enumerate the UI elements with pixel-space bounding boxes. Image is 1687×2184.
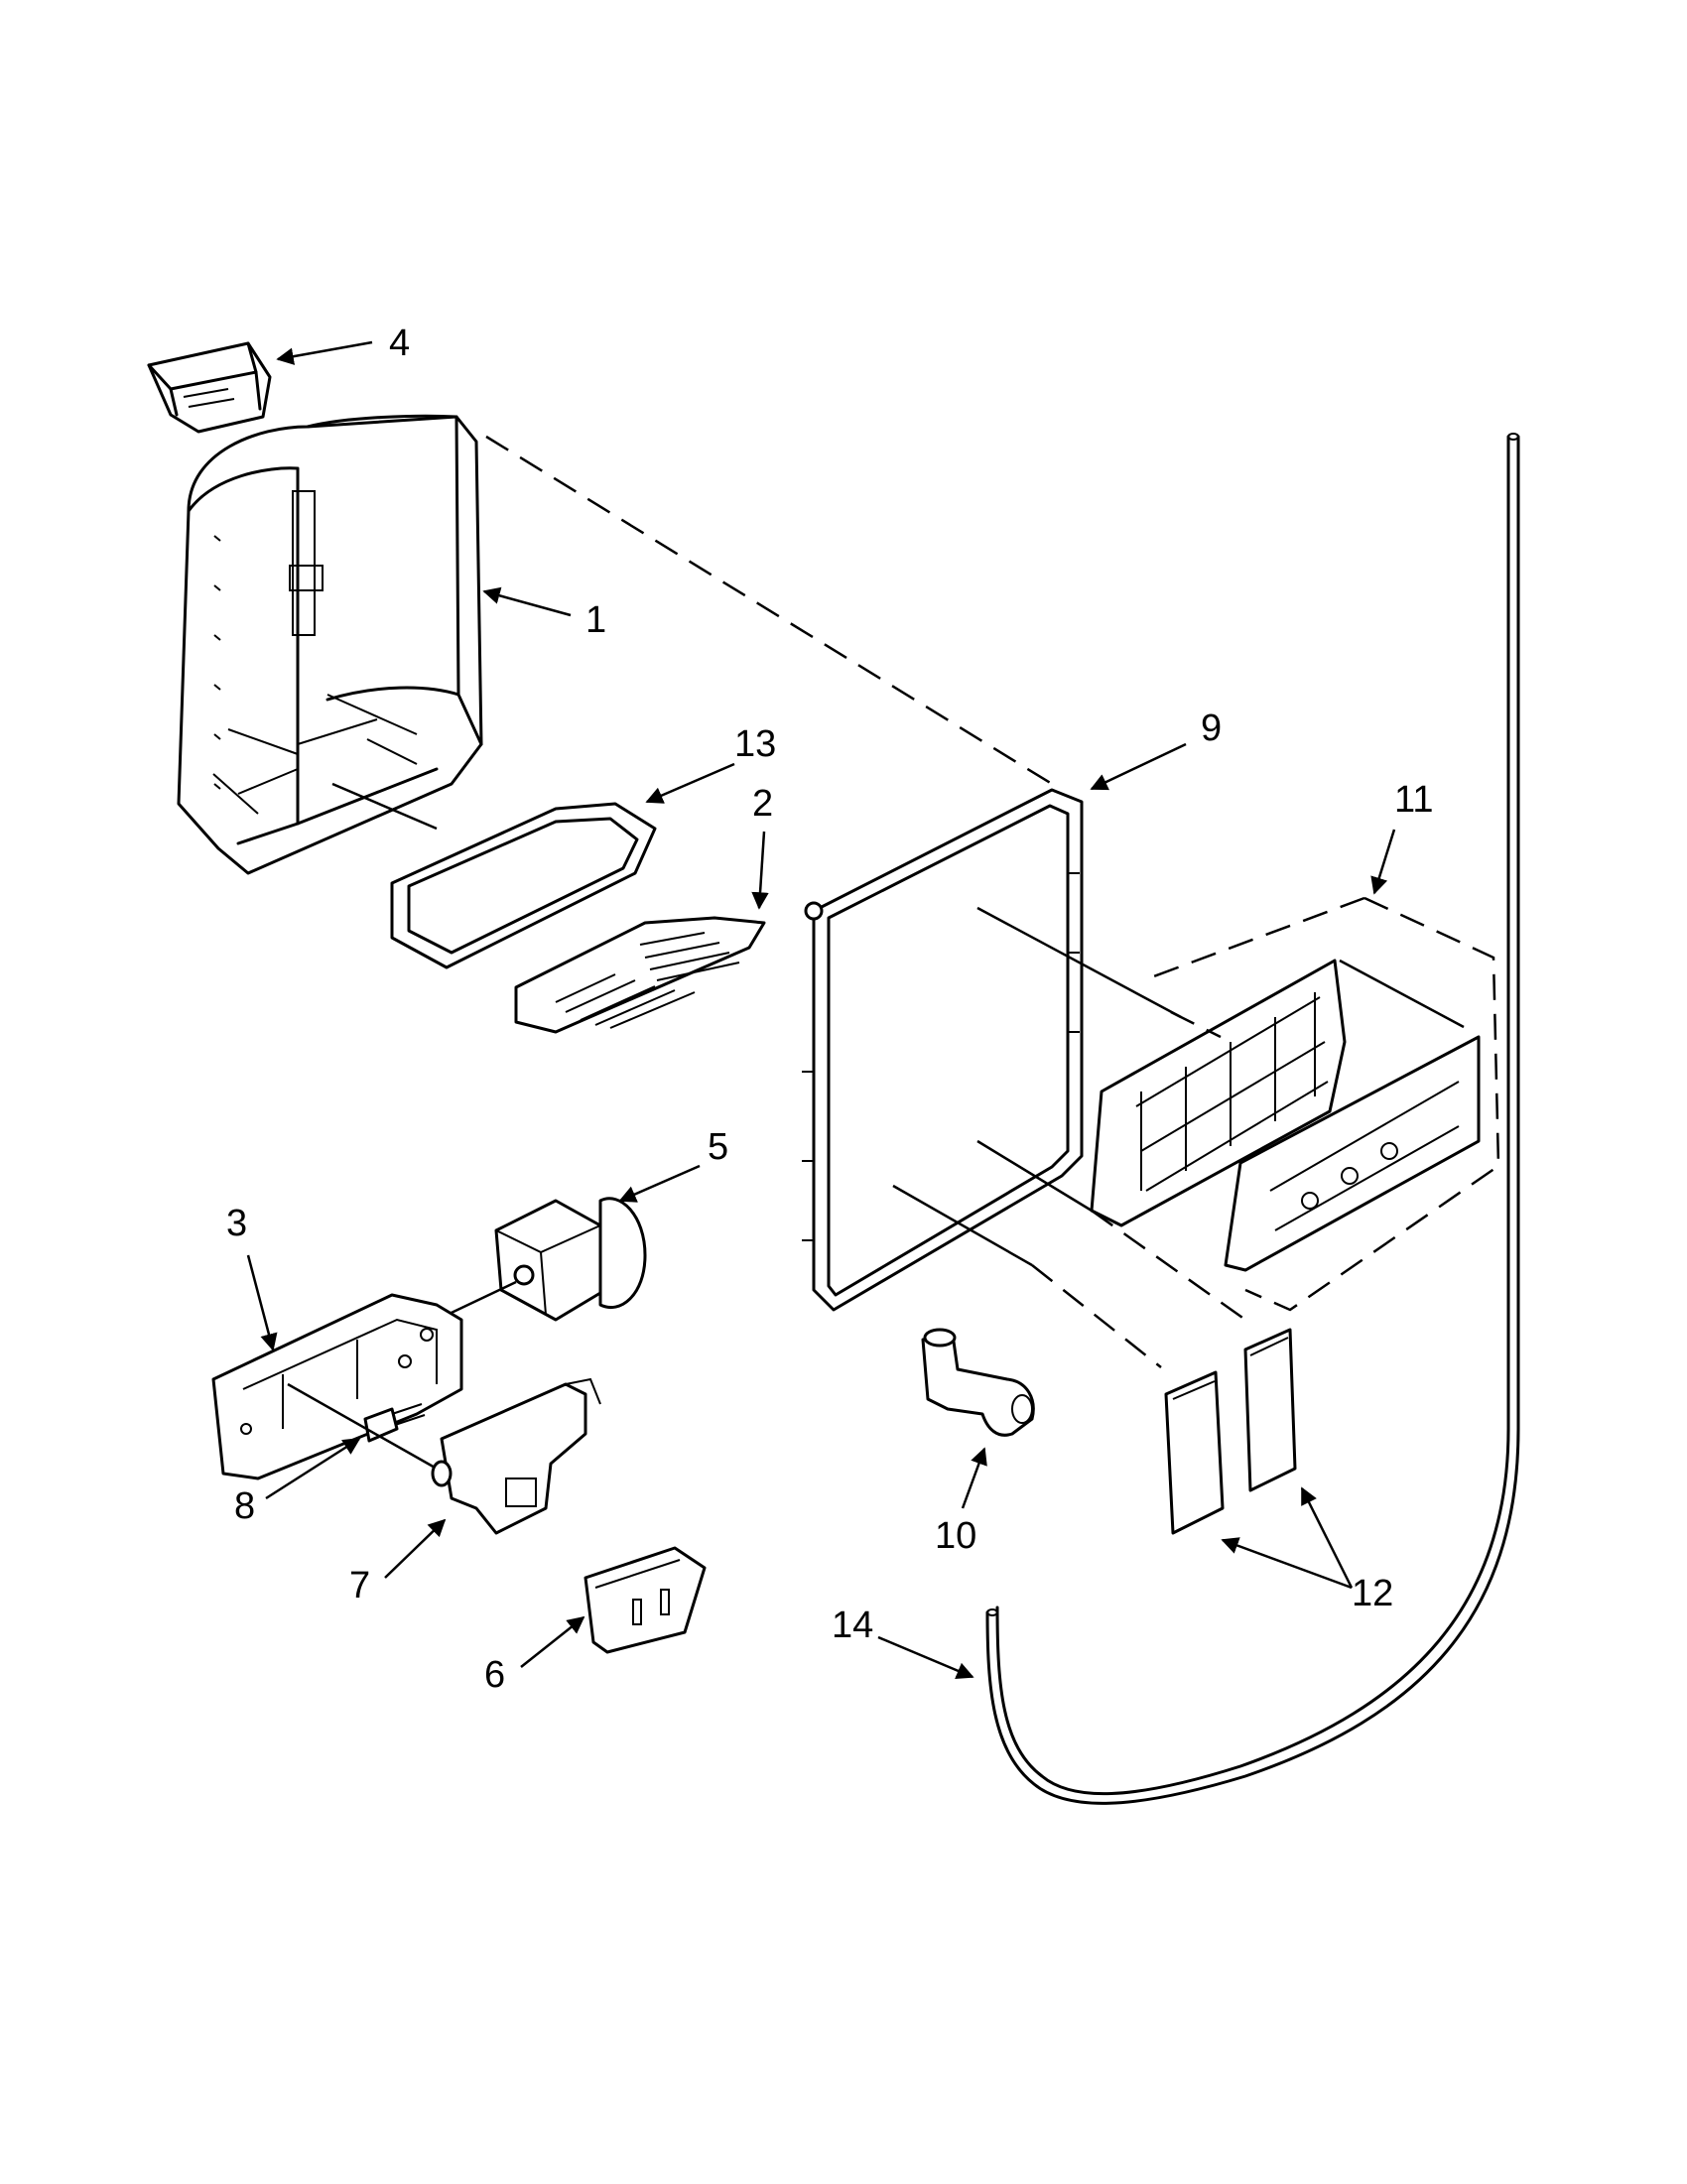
callout-14: 14: [832, 1605, 873, 1646]
part-6-pad: [584, 1546, 707, 1654]
dash-1-9: [485, 435, 1053, 786]
solid-9-11a: [976, 906, 1182, 1019]
part-4-cup: [147, 341, 272, 434]
dash-9-11: [1170, 1010, 1222, 1039]
callout-5: 5: [708, 1126, 728, 1168]
leader-10: [961, 1447, 987, 1509]
callout-10: 10: [935, 1515, 976, 1557]
callout-13: 13: [734, 723, 776, 765]
callout-6: 6: [484, 1654, 505, 1696]
callout-8: 8: [234, 1485, 255, 1527]
dash-9-12a: [1091, 1209, 1246, 1322]
leader-8: [265, 1437, 361, 1500]
leader-9: [1090, 742, 1187, 791]
leader-1: [482, 586, 572, 617]
part-3-bracket: [211, 1293, 463, 1480]
solid-9-11b: [1339, 959, 1465, 1029]
callout-3: 3: [226, 1203, 247, 1244]
part-14-tube: [985, 433, 1520, 1805]
solid-9-12b: [892, 1184, 1033, 1267]
callout-12: 12: [1352, 1573, 1393, 1614]
leader-7: [384, 1518, 447, 1579]
leader-12a: [1221, 1537, 1353, 1590]
solid-1-13: [331, 782, 438, 831]
part-11-control-bracket: [1090, 896, 1500, 1312]
leader-13: [645, 762, 735, 804]
callout-9: 9: [1201, 707, 1222, 749]
solid-3-7: [287, 1382, 438, 1471]
part-7-switch: [431, 1377, 601, 1535]
solid-9-12a: [976, 1139, 1093, 1213]
part-10-fitting: [921, 1328, 1035, 1437]
leader-14: [877, 1635, 974, 1679]
leader-11: [1370, 829, 1396, 895]
leader-2: [751, 831, 769, 910]
leader-6: [520, 1615, 585, 1668]
leader-5: [618, 1164, 701, 1203]
callout-11: 11: [1394, 779, 1433, 821]
callout-2: 2: [752, 783, 773, 825]
callout-1: 1: [585, 599, 606, 641]
part-1-housing: [177, 414, 483, 875]
dash-9-12b: [1031, 1264, 1162, 1368]
callout-7: 7: [349, 1565, 370, 1606]
part-5-motor: [494, 1197, 647, 1322]
part-2-grille: [514, 916, 766, 1034]
part-13-tray: [390, 802, 657, 969]
callout-4: 4: [389, 322, 410, 364]
leader-3: [246, 1254, 278, 1351]
leader-12b: [1300, 1486, 1354, 1589]
part-9-frame: [802, 788, 1084, 1312]
leader-4: [276, 340, 373, 365]
part-12-pads: [1164, 1328, 1297, 1535]
